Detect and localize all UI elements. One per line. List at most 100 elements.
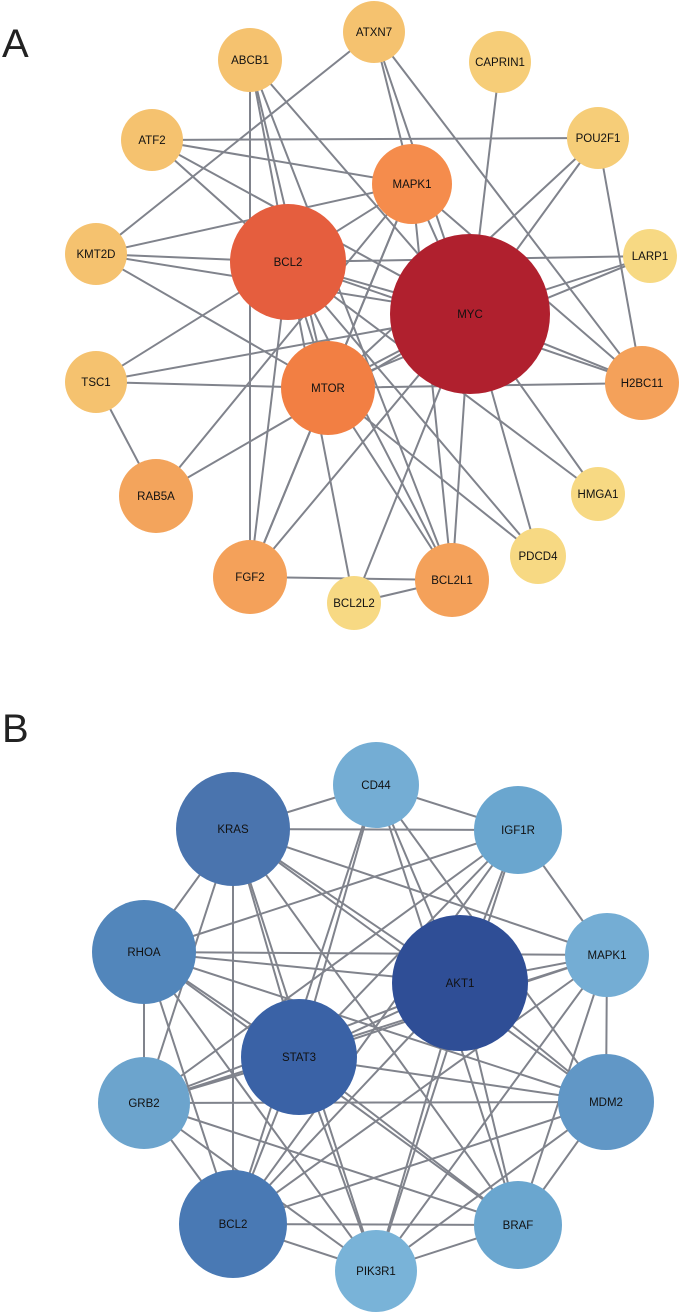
node-hmga1: HMGA1 [571, 467, 625, 521]
node-label-kmt2d: KMT2D [77, 249, 116, 261]
node-circle-rhoa [92, 900, 196, 1004]
node-label-mdm2: MDM2 [589, 1097, 623, 1109]
node-circle-rab5a [119, 459, 193, 533]
node-kras: KRAS [176, 772, 290, 886]
edge-mapk1-grb2 [143, 954, 608, 1104]
panel-label-b: B [2, 707, 29, 751]
node-label-hmga1: HMGA1 [578, 489, 619, 501]
edge-igf1r-grb2 [143, 829, 519, 1104]
node-label-pik3r1: PIK3R1 [356, 1266, 396, 1278]
node-label-kras: KRAS [217, 824, 249, 836]
node-mapk1: MAPK1 [565, 913, 649, 997]
node-label-rab5a: RAB5A [137, 491, 175, 503]
node-label-h2bc11: H2BC11 [621, 378, 664, 390]
node-circle-h2bc11 [605, 346, 679, 420]
node-tsc1: TSC1 [65, 351, 127, 413]
edge-igf1r-rhoa [143, 829, 519, 953]
node-label-igf1r: IGF1R [501, 825, 535, 837]
node-label-fgf2: FGF2 [235, 572, 264, 584]
node-h2bc11: H2BC11 [605, 346, 679, 420]
node-circle-bcl2 [230, 204, 346, 320]
node-mapk1: MAPK1 [372, 144, 452, 224]
node-circle-akt1 [392, 915, 528, 1051]
node-circle-pdcd4 [510, 528, 566, 584]
node-pik3r1: PIK3R1 [335, 1230, 417, 1312]
node-label-pdcd4: PDCD4 [519, 551, 559, 563]
node-circle-igf1r [474, 786, 562, 874]
node-caprin1: CAPRIN1 [469, 31, 531, 93]
node-circle-bcl2l1 [415, 543, 489, 617]
node-circle-kras [176, 772, 290, 886]
edge-kras-mapk1 [232, 828, 608, 956]
node-atxn7: ATXN7 [343, 1, 405, 63]
node-label-akt1: AKT1 [446, 978, 475, 990]
node-circle-hmga1 [571, 467, 625, 521]
node-label-tsc1: TSC1 [81, 377, 110, 389]
node-myc: MYC [390, 234, 550, 394]
node-label-bcl2l2: BCL2L2 [333, 598, 375, 610]
edge-grb2-braf [143, 1102, 519, 1226]
node-label-bcl2: BCL2 [274, 257, 303, 269]
node-kmt2d: KMT2D [65, 223, 127, 285]
node-label-caprin1: CAPRIN1 [475, 57, 525, 69]
node-abcb1: ABCB1 [218, 28, 282, 92]
node-circle-pik3r1 [335, 1230, 417, 1312]
node-label-atf2: ATF2 [138, 135, 165, 147]
node-circle-fgf2 [213, 540, 287, 614]
node-label-cd44: CD44 [361, 780, 391, 792]
node-larp1: LARP1 [623, 229, 677, 283]
node-rab5a: RAB5A [119, 459, 193, 533]
panel-label-a: A [2, 22, 29, 66]
node-bcl2l1: BCL2L1 [415, 543, 489, 617]
node-bcl2: BCL2 [230, 204, 346, 320]
node-mtor: MTOR [281, 341, 375, 435]
node-fgf2: FGF2 [213, 540, 287, 614]
node-circle-mapk1 [565, 913, 649, 997]
node-label-mapk1: MAPK1 [393, 179, 432, 191]
node-circle-caprin1 [469, 31, 531, 93]
node-circle-atf2 [121, 109, 183, 171]
node-label-abcb1: ABCB1 [231, 55, 269, 67]
node-circle-larp1 [623, 229, 677, 283]
edge-rhoa-mapk1 [143, 951, 608, 956]
node-grb2: GRB2 [98, 1057, 190, 1149]
node-circle-grb2 [98, 1057, 190, 1149]
node-label-rhoa: RHOA [127, 947, 161, 959]
node-label-myc: MYC [457, 309, 483, 321]
node-circle-myc [390, 234, 550, 394]
node-label-mtor: MTOR [311, 383, 345, 395]
edge-rhoa-pik3r1 [143, 951, 377, 1272]
node-circle-pou2f1 [567, 107, 629, 169]
edge-atxn7-h2bc11 [373, 31, 643, 384]
node-label-bcl2l1: BCL2L1 [431, 575, 473, 587]
node-label-stat3: STAT3 [282, 1052, 316, 1064]
node-cd44: CD44 [333, 742, 419, 828]
node-igf1r: IGF1R [474, 786, 562, 874]
node-label-braf: BRAF [503, 1220, 534, 1232]
edge-atf2-mapk1 [151, 139, 413, 185]
node-bcl2: BCL2 [179, 1170, 287, 1278]
node-circle-cd44 [333, 742, 419, 828]
node-circle-atxn7 [343, 1, 405, 63]
edge-mdm2-bcl2 [232, 1101, 607, 1225]
edge-rab5a-mapk1 [155, 183, 413, 497]
edge-rhoa-mdm2 [143, 951, 607, 1103]
node-circle-mdm2 [558, 1054, 654, 1150]
node-atf2: ATF2 [121, 109, 183, 171]
node-label-larp1: LARP1 [632, 251, 668, 263]
node-label-mapk1: MAPK1 [588, 950, 627, 962]
node-label-atxn7: ATXN7 [356, 27, 392, 39]
node-circle-braf [474, 1181, 562, 1269]
node-circle-mapk1 [372, 144, 452, 224]
node-stat3: STAT3 [241, 999, 357, 1115]
edge-abcb1-bcl2l1 [249, 59, 453, 581]
node-pou2f1: POU2F1 [567, 107, 629, 169]
node-braf: BRAF [474, 1181, 562, 1269]
node-circle-bcl2l2 [327, 576, 381, 630]
edge-pou2f1-h2bc11 [597, 137, 643, 384]
edge-atf2-pou2f1 [151, 137, 599, 141]
